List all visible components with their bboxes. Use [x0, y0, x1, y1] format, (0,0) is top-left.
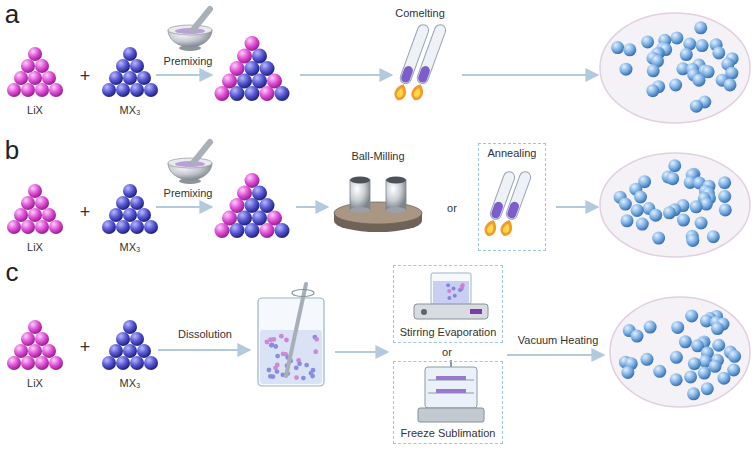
label-text: b: [5, 136, 19, 166]
process-arrow: [462, 74, 598, 76]
label-text: +: [80, 66, 91, 87]
comelting-tubes: [392, 23, 447, 102]
label-text: LiX: [27, 104, 43, 117]
mx3-powder: [102, 320, 158, 370]
step-label: Stirring Evaporation: [400, 326, 497, 339]
mx3-powder: [102, 184, 158, 234]
mixed-powder: [215, 36, 290, 101]
label-text: Ball-Milling: [351, 150, 404, 163]
dashed-step-box: Annealing: [478, 143, 546, 251]
label-text: MX₃: [120, 241, 141, 254]
label-text: Vacuum Heating: [518, 334, 599, 347]
mortar-pestle: [168, 9, 212, 51]
label-text: Premixing: [164, 55, 213, 68]
dashed-step-box: Freeze Sublimation: [393, 361, 503, 444]
process-arrow: [507, 354, 604, 356]
step-label: Freeze Sublimation: [401, 427, 496, 440]
process-arrow: [300, 74, 392, 76]
process-arrow: [335, 351, 388, 353]
label-text: LiX: [27, 377, 43, 390]
process-arrow: [158, 349, 250, 351]
mx3-powder: [102, 47, 158, 97]
label-text: MX₃: [120, 377, 141, 390]
step-label: Annealing: [488, 147, 537, 160]
process-arrow: [156, 206, 212, 208]
label-text: a: [5, 0, 19, 30]
dashed-step-box: Stirring Evaporation: [393, 265, 503, 343]
mortar-pestle: [168, 142, 212, 184]
process-arrow: [296, 206, 328, 208]
process-arrow: [556, 206, 598, 208]
mixed-powder: [215, 173, 290, 238]
label-text: +: [80, 337, 91, 358]
label-text: c: [6, 258, 19, 288]
label-text: +: [80, 202, 91, 223]
lix-powder: [7, 184, 63, 234]
freeze-dryer: [418, 360, 484, 422]
lix-powder: [7, 320, 63, 370]
label-text: or: [447, 202, 457, 215]
label-text: Premixing: [164, 187, 213, 200]
beaker: [258, 284, 324, 386]
annealing-tubes: [482, 170, 532, 238]
label-text: or: [442, 346, 452, 359]
ball-mill: [334, 177, 422, 233]
product-ellipse: [600, 13, 750, 123]
label-text: LiX: [27, 241, 43, 254]
label-text: MX₃: [120, 104, 141, 117]
process-arrow: [156, 74, 212, 76]
product-ellipse: [600, 153, 750, 257]
hot-plate-stirrer: [414, 273, 488, 319]
label-text: Dissolution: [178, 328, 232, 341]
lix-powder: [7, 47, 63, 97]
label-text: Comelting: [395, 7, 445, 20]
product-ellipse: [610, 297, 750, 407]
